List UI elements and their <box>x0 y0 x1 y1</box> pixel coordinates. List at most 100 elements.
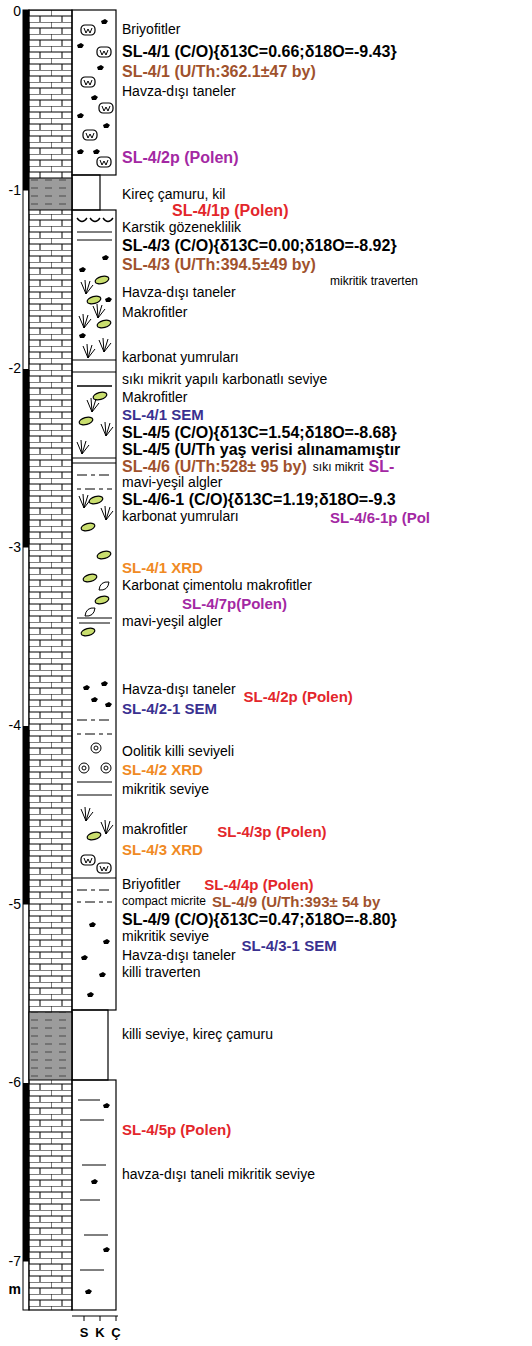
pollen-sample: SL-4/2p (Polen) <box>244 689 353 706</box>
lamination <box>77 475 112 476</box>
uth-age: SL-4/9 (U/Th:393± 54 by <box>212 894 380 911</box>
facies-note: mavi-yeşil algler <box>122 475 222 490</box>
facies-note: Kireç çamuru, kil <box>122 187 225 202</box>
grain-symbol <box>91 697 98 702</box>
facies-note: sıkı mikrit yapılı karbonatlı seviye <box>122 372 327 387</box>
macrophyte-symbol <box>81 280 93 294</box>
lamination <box>77 385 112 387</box>
clay-band <box>29 1012 72 1080</box>
depth-tick: 0 <box>13 4 21 19</box>
grain-symbol <box>83 685 90 690</box>
grain-symbol <box>101 19 108 24</box>
bryophyte-symbol <box>77 218 87 222</box>
facies-note: karbonat yumruları <box>122 350 239 365</box>
unit-box <box>72 1010 108 1080</box>
depth-tick: -7 <box>9 1254 21 1269</box>
lamination <box>72 458 116 459</box>
uth-note: SL-4/5 (U/Th yaş verisi alınamamıştır <box>122 441 400 459</box>
unit-box <box>72 175 100 210</box>
ooid-symbol <box>79 763 89 773</box>
facies-note: mikritik seviye <box>122 929 209 944</box>
macrophyte-symbol <box>87 398 99 412</box>
ooid-symbol <box>91 743 101 753</box>
nodule-symbol <box>86 295 101 305</box>
sem-sample: SL-4/1 SEM <box>122 407 204 424</box>
facies-note: Briyofitler <box>122 877 180 892</box>
grain-symbol <box>77 149 84 154</box>
nodule-symbol <box>96 550 111 560</box>
facies-note: makrofitler <box>122 822 187 837</box>
nodule-symbol <box>80 627 95 637</box>
macrophyte-symbol <box>101 820 113 834</box>
grain-symbol <box>103 939 110 944</box>
grain-size-class: S <box>80 1326 89 1340</box>
facies-note: sıkı mikrit <box>313 461 364 474</box>
macrophyte-symbol <box>99 338 111 352</box>
uth-age: SL-4/1 (U/Th:362.1±47 by) <box>122 63 316 81</box>
xrd-sample: SL-4/2 XRD <box>122 762 203 779</box>
xrd-sample: SL-4/3 XRD <box>122 842 203 859</box>
facies-note: Havza-dışı taneler <box>122 682 236 697</box>
grain-symbol <box>87 992 94 997</box>
lamination <box>77 720 112 721</box>
scale-segment <box>23 10 29 191</box>
sem-sample: SL-4/3-1 SEM <box>242 938 337 955</box>
facies-note: Briyofitler <box>122 22 180 37</box>
scale-segment <box>23 369 29 548</box>
macrophyte-symbol <box>77 440 89 454</box>
nodule-symbol <box>96 319 111 329</box>
grain-size-axis <box>72 1316 118 1321</box>
facies-note: mikritik traverten <box>330 275 418 288</box>
macrophyte-symbol <box>83 344 95 358</box>
grain-symbol <box>105 702 112 707</box>
scale-bar <box>23 10 29 1310</box>
lamination <box>77 618 112 623</box>
macrophyte-symbol <box>93 304 105 318</box>
lamination <box>77 902 112 903</box>
grain-size-class: K <box>95 1326 104 1340</box>
grain-symbol <box>79 267 86 272</box>
grain-symbol <box>77 43 84 48</box>
grain-symbol <box>105 297 112 302</box>
unit-box <box>72 210 116 1010</box>
grain-symbol <box>102 255 109 260</box>
nodule-symbol <box>92 391 107 401</box>
grain-size-class: Ç <box>111 1326 120 1340</box>
bryophyte-symbol <box>99 103 113 113</box>
nodule-symbol <box>94 595 109 605</box>
sem-sample: SL-4/2-1 SEM <box>122 701 217 718</box>
facies-note: mavi-yeşil algler <box>122 614 222 629</box>
facies-note: karbonat yumruları <box>122 509 239 524</box>
nodule-symbol <box>80 522 95 532</box>
uth-age: SL-4/3 (U/Th:394.5±49 by) <box>122 256 316 274</box>
scale-segment <box>23 726 29 905</box>
bryophyte-symbol <box>97 47 111 57</box>
facies-note: Karbonat çimentolu makrofitler <box>122 578 312 593</box>
grain-symbol <box>97 65 104 70</box>
facies-note: compact micrite <box>122 895 206 908</box>
grain-symbol <box>103 1103 110 1108</box>
macrophyte-symbol <box>81 807 93 821</box>
bryophyte-symbol <box>81 855 95 865</box>
facies-note: havza-dışı taneli mikritik seviye <box>122 1167 315 1182</box>
scale-segment <box>23 1083 29 1262</box>
unit-box <box>72 1080 116 1310</box>
bryophyte-symbol <box>103 218 113 222</box>
depth-tick: -6 <box>9 1075 21 1090</box>
grain-symbol <box>93 149 100 154</box>
depth-tick: -4 <box>9 718 21 733</box>
lamination <box>77 232 112 240</box>
grain-symbol <box>99 972 106 977</box>
xrd-sample: SL-4/1 XRD <box>122 560 203 577</box>
ooid-symbol <box>101 763 111 773</box>
bryophyte-symbol <box>97 863 111 873</box>
isotope-sample: SL-4/5 (C/O){δ13C=1.54;δ18O=-8.68} <box>122 424 397 442</box>
pollen-sample: SL- <box>369 458 395 476</box>
depth-tick: -3 <box>9 540 21 555</box>
leaf-symbol <box>99 582 109 590</box>
uth-age: SL-4/6 (U/Th:528± 95 by) <box>122 458 307 476</box>
pollen-sample: SL-4/2p (Polen) <box>122 149 238 167</box>
isotope-sample: SL-4/3 (C/O){δ13C=0.00;δ18O=-8.92} <box>122 237 397 255</box>
nodule-symbol <box>88 495 103 505</box>
